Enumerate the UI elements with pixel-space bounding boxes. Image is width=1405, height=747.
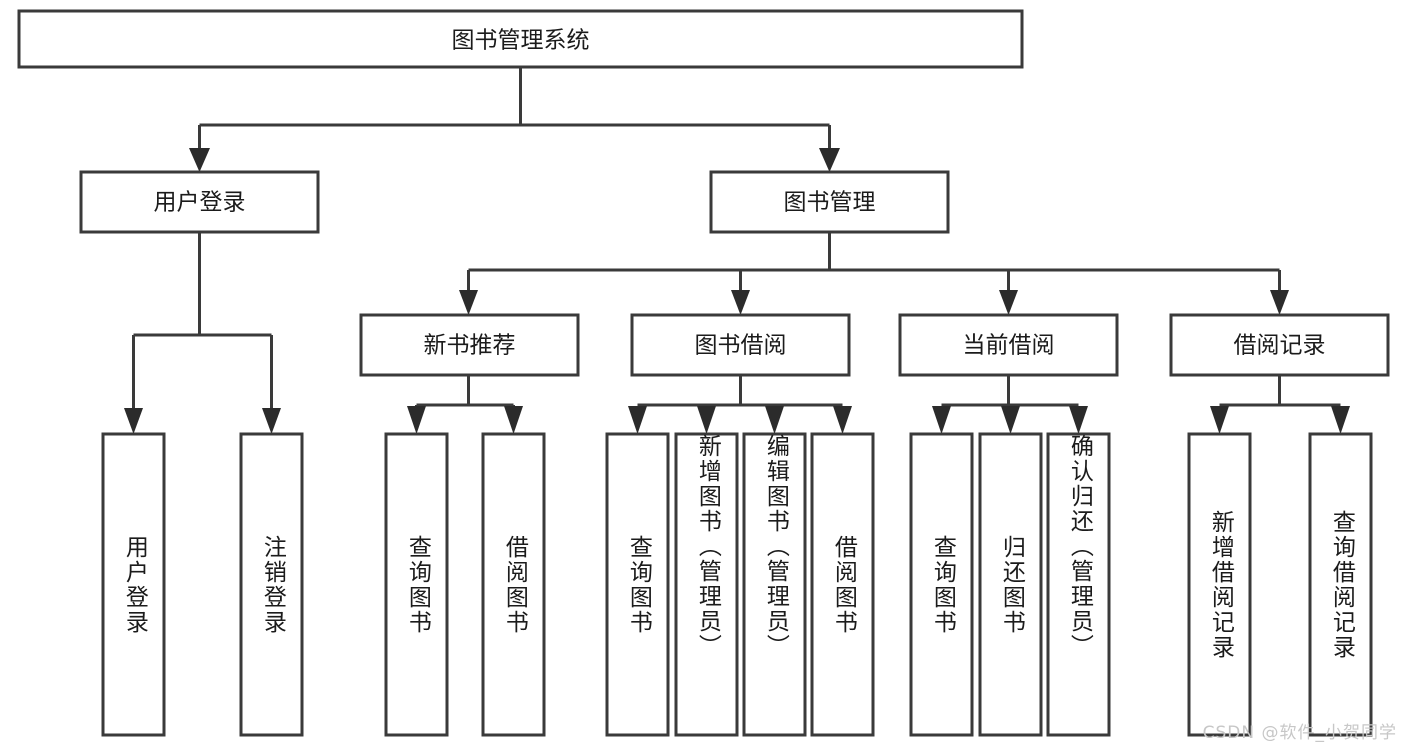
leaf-box[interactable]: [909, 432, 974, 737]
leaf-box[interactable]: [101, 432, 166, 737]
leaf-box[interactable]: [481, 432, 546, 737]
leaf-box[interactable]: [1187, 432, 1252, 737]
node-book-borrow-label: 图书借阅: [695, 333, 787, 359]
leaf-box[interactable]: [978, 432, 1043, 737]
arrow-to-leaf-query-book-3: [932, 406, 951, 434]
arrow-to-leaf-logout: [262, 408, 281, 434]
arrow-to-leaf-add-book: [697, 406, 716, 434]
node-root[interactable]: [17, 9, 1024, 69]
node-borrow-record[interactable]: [1169, 313, 1390, 377]
arrow-to-leaf-query-book-2: [628, 406, 647, 434]
arrow-to-leaf-borrow-book-2: [833, 406, 852, 434]
node-layer: [17, 9, 1390, 737]
arrow-to-leaf-query-book-1: [407, 406, 426, 434]
arrow-to-leaf-return-book: [1001, 406, 1020, 434]
arrow-to-new-book-rec: [459, 290, 478, 315]
leaf-box[interactable]: [742, 432, 807, 737]
node-current-borrow[interactable]: [898, 313, 1119, 377]
node-book-borrow[interactable]: [630, 313, 851, 377]
watermark-text: CSDN @软件_小贺同学: [1202, 723, 1397, 743]
arrow-to-current-borrow: [999, 290, 1018, 315]
arrow-to-leaf-borrow-book-1: [504, 406, 523, 434]
leaf-box[interactable]: [1308, 432, 1373, 737]
node-current-borrow-label: 当前借阅: [963, 333, 1055, 359]
label-layer: 图书管理系统 用户登录 图书管理 新书推荐 图书借阅 当前借阅 借阅记录: [154, 28, 1326, 359]
node-user-login[interactable]: [79, 170, 320, 234]
leaf-box[interactable]: [384, 432, 449, 737]
arrow-to-book-mgmt: [819, 148, 840, 172]
arrow-to-book-borrow: [731, 290, 750, 315]
node-book-management-label: 图书管理: [784, 190, 876, 216]
leaf-box[interactable]: [1046, 432, 1111, 737]
node-root-label: 图书管理系统: [452, 28, 590, 54]
arrow-to-leaf-add-record: [1210, 406, 1229, 434]
arrow-to-leaf-query-record: [1331, 406, 1350, 434]
arrow-to-leaf-user-login: [124, 408, 143, 434]
leaf-box[interactable]: [674, 432, 739, 737]
leaf-box[interactable]: [239, 432, 304, 737]
leaf-box[interactable]: [605, 432, 670, 737]
arrow-to-borrow-record: [1270, 290, 1289, 315]
node-book-management[interactable]: [709, 170, 950, 234]
node-new-book-recommend[interactable]: [359, 313, 580, 377]
arrow-to-leaf-confirm-return: [1069, 406, 1088, 434]
connector-layer: [124, 67, 1350, 434]
arrow-to-leaf-edit-book: [765, 406, 784, 434]
arrow-to-user-login: [189, 148, 210, 172]
node-new-book-recommend-label: 新书推荐: [424, 333, 516, 359]
leaf-box[interactable]: [810, 432, 875, 737]
node-user-login-label: 用户登录: [154, 190, 246, 216]
node-borrow-record-label: 借阅记录: [1234, 333, 1326, 359]
